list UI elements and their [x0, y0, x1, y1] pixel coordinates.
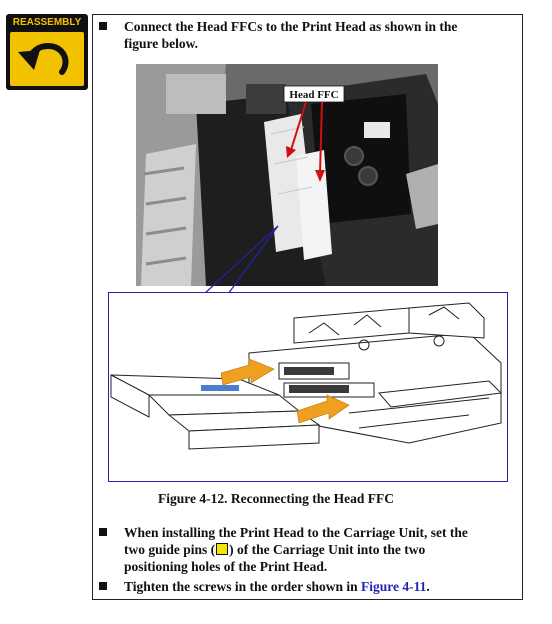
head-ffc-callout: Head FFC	[289, 89, 338, 101]
ffc-connector-drawing	[110, 302, 503, 450]
undo-arrow-icon	[18, 42, 69, 75]
detail-zoom-box	[108, 292, 508, 482]
bullet-square	[99, 528, 107, 536]
reassembly-badge: REASSEMBLY	[6, 14, 88, 90]
guide-pin-icon	[216, 543, 229, 555]
content-frame	[92, 14, 523, 600]
badge-label: REASSEMBLY	[12, 17, 82, 28]
figure-caption: Figure 4-12. Reconnecting the Head FFC	[158, 491, 394, 506]
bullet-square	[99, 22, 107, 30]
bullet-square	[99, 582, 107, 590]
figure-4-11-link[interactable]: Figure 4-11	[361, 579, 427, 594]
print-head-photo: Head FFC	[136, 64, 438, 286]
step-tighten-screws: Tighten the screws in the order shown in…	[99, 578, 430, 595]
step-guide-pins: When installing the Print Head to the Ca…	[99, 524, 468, 575]
step-connect-ffc: Connect the Head FFCs to the Print Head …	[99, 18, 457, 52]
